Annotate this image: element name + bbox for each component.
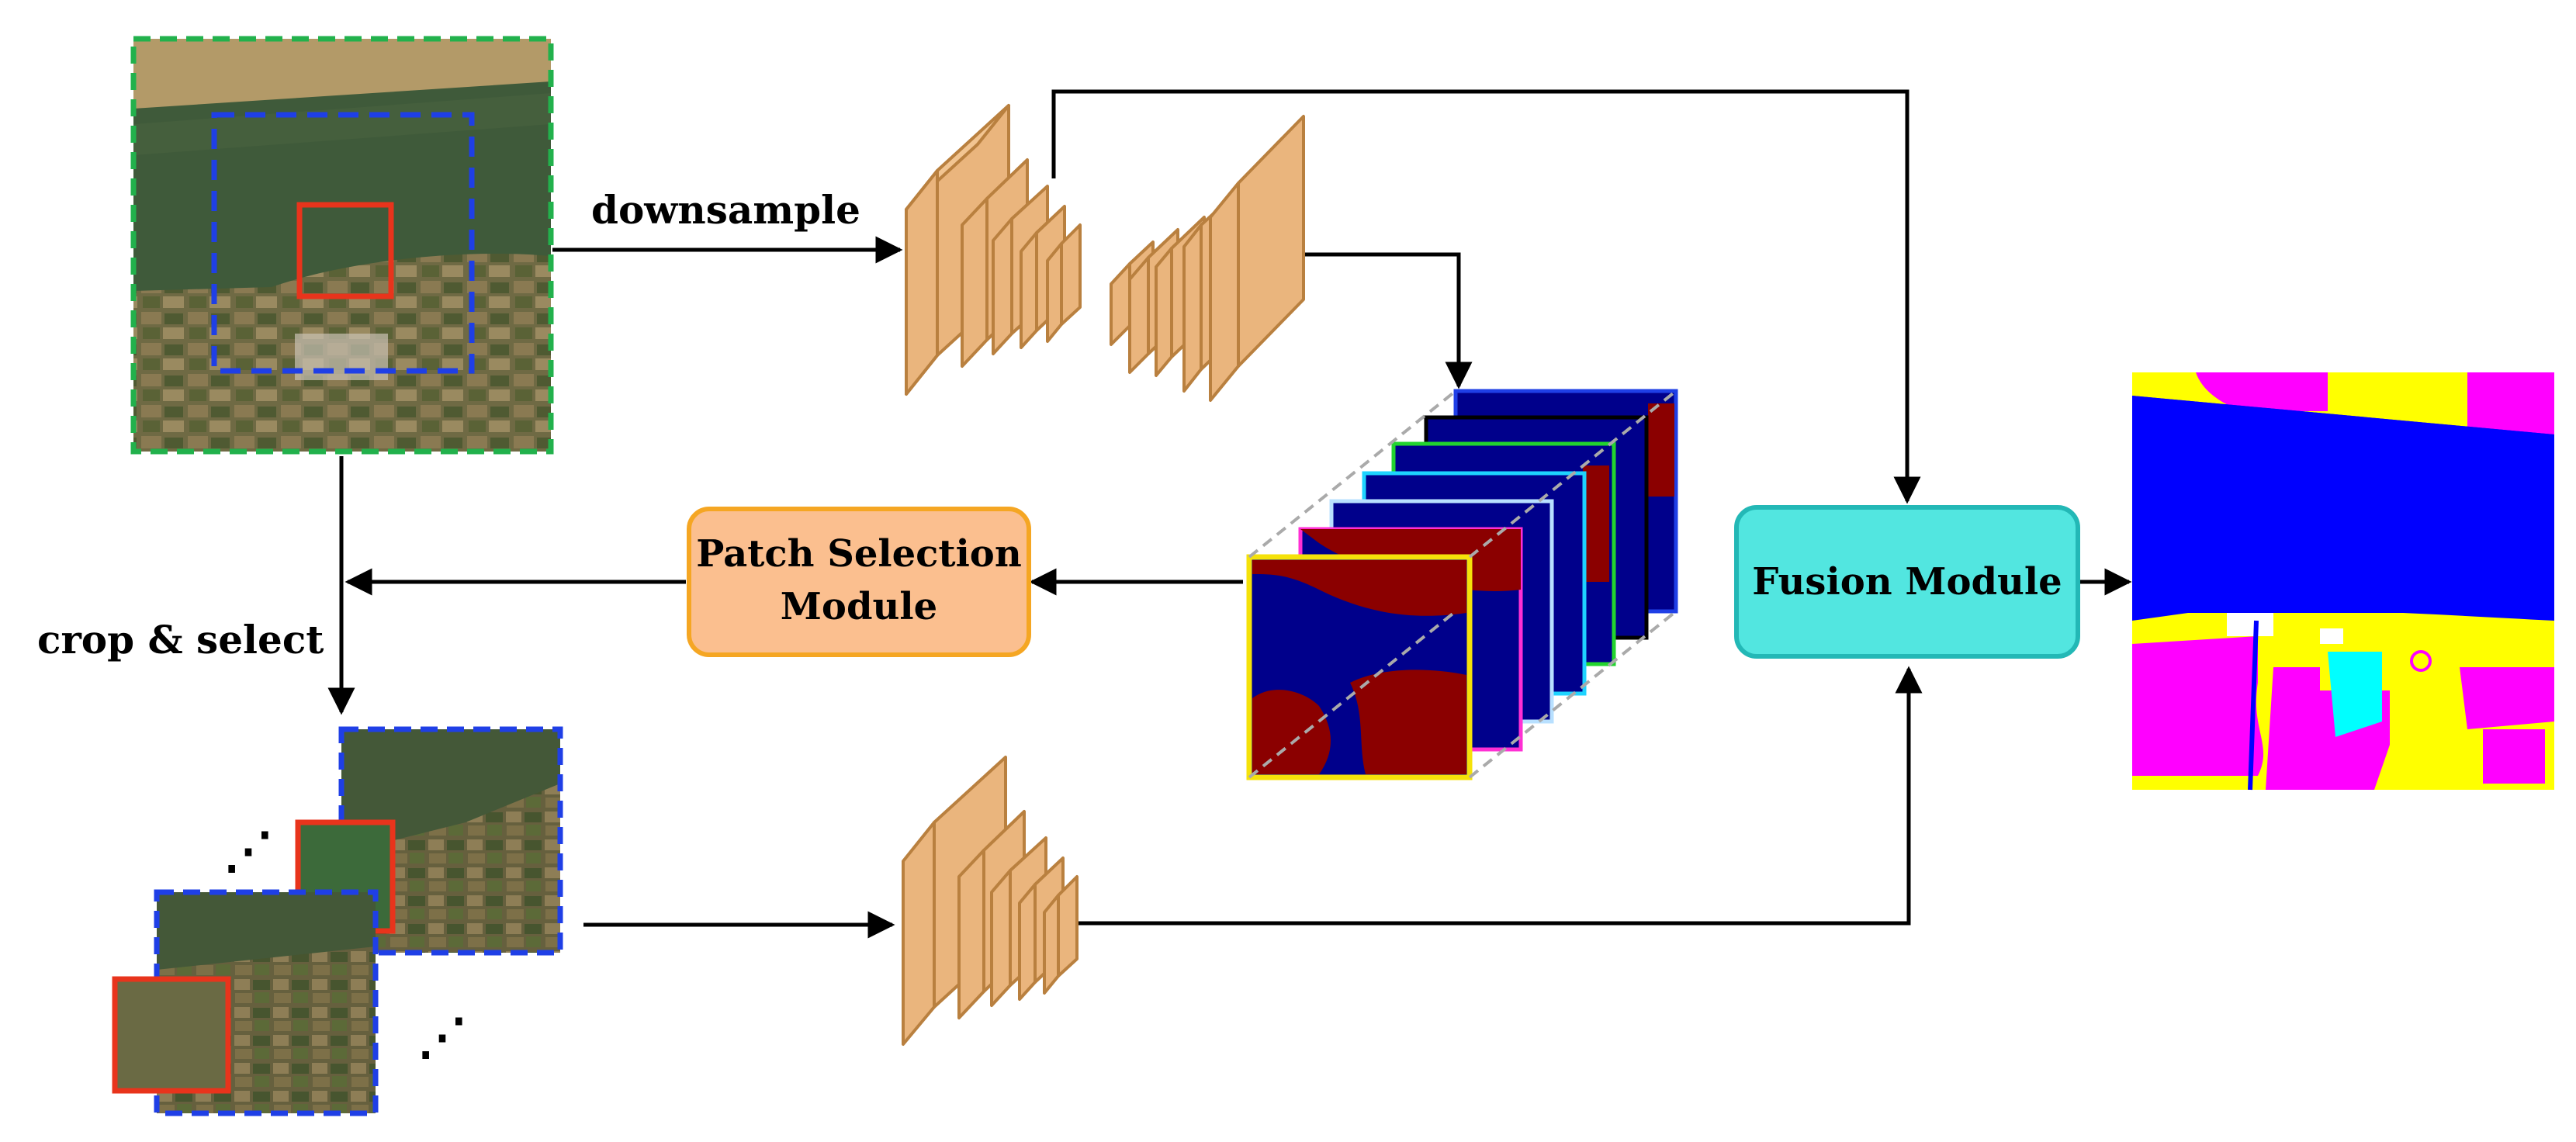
- heat-region-top: [1252, 560, 1466, 616]
- label-downsample: downsample: [591, 187, 860, 233]
- fusion-module: Fusion Module: [1734, 505, 2080, 659]
- global-encoder-block: [905, 104, 1082, 396]
- connectors: [327, 89, 2132, 939]
- heat-region-bottom-right: [1350, 670, 1466, 774]
- output-segmentation: [2132, 372, 2554, 791]
- patch-selection-line1: Patch Selection: [696, 532, 1021, 576]
- ellipsis-upper: ⋰: [223, 822, 273, 880]
- arrow-encoder2-to-fusion: [1079, 666, 1923, 926]
- ellipsis-lower: ⋰: [417, 1008, 467, 1066]
- prediction-maps-stack: [1246, 389, 1678, 780]
- local-encoder-block: [902, 756, 1079, 1046]
- patch-region-frame: [296, 202, 394, 299]
- input-image: [133, 39, 551, 452]
- global-decoder-block: [1110, 115, 1305, 402]
- patch-selection-module: Patch Selection Module: [687, 507, 1031, 657]
- cropped-patch-front-red: [112, 976, 231, 1094]
- input-frame: [130, 36, 554, 455]
- arrow-decoder-to-maps: [1305, 252, 1473, 389]
- heat-region-bottom-left: [1252, 690, 1331, 774]
- label-crop-select: crop & select: [37, 617, 324, 663]
- crop-region-frame: [211, 112, 475, 374]
- arrow-encoder-to-fusion: [1051, 89, 1921, 504]
- patch-selection-line2: Module: [781, 585, 937, 628]
- fusion-module-label: Fusion Module: [1752, 560, 2062, 604]
